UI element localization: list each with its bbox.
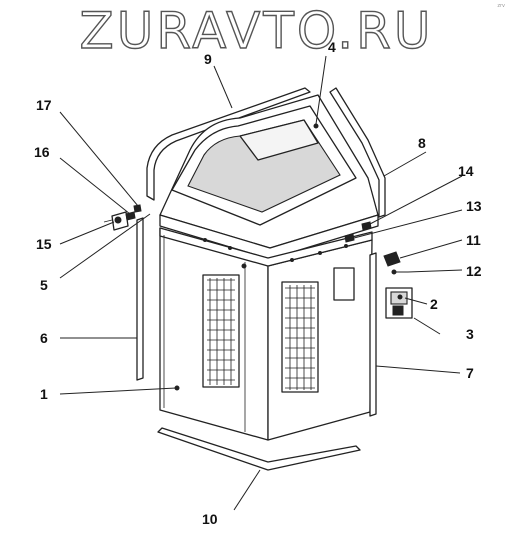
fittings-13-14 [344,221,372,243]
callout-16: 16 [34,144,50,160]
callout-11: 11 [466,232,481,248]
roof-strip-9 [146,87,311,201]
callout-5: 5 [40,277,48,293]
callout-9: 9 [204,51,212,67]
latch-2-3 [385,287,413,319]
callout-labels: 1 2 3 4 5 6 7 8 9 10 11 12 13 14 15 16 1… [34,39,482,527]
cab-body-1 [159,227,373,441]
leader-lines [59,55,463,511]
side-strip-8 [329,87,386,218]
callout-2: 2 [430,296,438,312]
left-grille [207,278,235,385]
left-strip-6 [136,217,144,381]
callout-15: 15 [36,236,52,252]
callout-1: 1 [40,386,48,402]
callout-13: 13 [466,198,482,214]
callout-6: 6 [40,330,48,346]
corner-mark: zrv [497,3,505,9]
site-watermark: ZURAVTO.RU [79,1,434,60]
roof-frame-4 [159,94,379,260]
callout-8: 8 [418,135,426,151]
callout-17: 17 [36,97,52,113]
callout-3: 3 [466,326,474,342]
screw-12 [391,269,408,275]
bottom-sill-10 [157,427,361,471]
right-grille [285,285,315,390]
callout-14: 14 [458,163,474,179]
callout-12: 12 [466,263,482,279]
bracket-11 [383,251,401,267]
fittings-15-16-17 [103,204,142,231]
callout-4: 4 [328,39,336,55]
right-strip-7 [369,252,377,417]
callout-7: 7 [466,365,474,381]
callout-10: 10 [202,511,218,527]
